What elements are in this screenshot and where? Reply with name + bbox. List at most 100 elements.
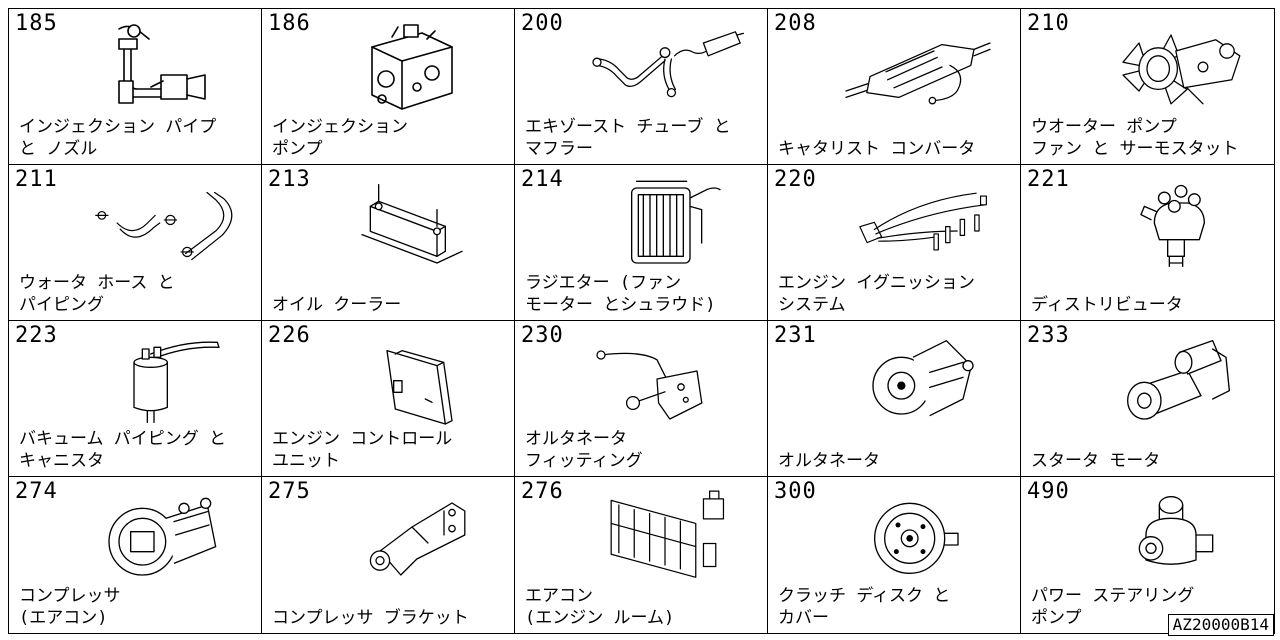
part-label: ウオーター ポンプファン と サーモスタット (1031, 116, 1270, 160)
part-label-line: ラジエター (ファン (525, 273, 682, 293)
part-label: エアコン(エンジン ルーム) (525, 585, 763, 629)
part-label-line (272, 272, 510, 294)
alternator-bracket-icon (585, 329, 745, 429)
oil-cooler-icon (332, 173, 492, 273)
starter-motor-icon (1091, 329, 1251, 429)
water-hose-icon (79, 173, 239, 273)
ac-compressor-icon (79, 485, 239, 585)
part-label: コンプレッサ ブラケット (272, 585, 510, 629)
part-label-line: コンプレッサ (19, 586, 121, 606)
part-code: 231 (774, 323, 817, 348)
part-code: 275 (268, 479, 311, 504)
part-label: エンジン イグニッションシステム (778, 272, 1016, 316)
clutch-disc-icon (838, 485, 998, 585)
part-code: 276 (521, 479, 564, 504)
part-code: 490 (1027, 479, 1070, 504)
part-cell-214[interactable]: 214 ラジエター (ファンモーター とシュラウド) (515, 165, 768, 321)
part-label: エンジン コントロールユニット (272, 428, 510, 472)
part-label: エキゾースト チューブ とマフラー (525, 116, 763, 160)
part-code: 230 (521, 323, 564, 348)
part-label: クラッチ ディスク とカバー (778, 585, 1016, 629)
part-label-line: システム (778, 295, 846, 315)
part-label: パワー ステアリングポンプ (1031, 585, 1270, 629)
part-label-line: インジェクション (272, 117, 408, 137)
exhaust-muffler-icon (585, 17, 745, 117)
alternator-icon (838, 329, 998, 429)
part-cell-211[interactable]: 211 ウォータ ホース とパイピング (9, 165, 262, 321)
part-label-line: と ノズル (19, 139, 98, 159)
ignition-cables-icon (838, 173, 998, 273)
ac-condenser-icon (585, 485, 745, 585)
part-label-line: エアコン (525, 586, 593, 606)
part-cell-186[interactable]: 186 インジェクションポンプ (262, 9, 515, 165)
part-label: スタータ モータ (1031, 428, 1270, 472)
part-label: キャタリスト コンバータ (778, 116, 1016, 160)
part-cell-274[interactable]: 274 コンプレッサ(エアコン) (9, 477, 262, 633)
part-label-line: オルタネータ (525, 429, 627, 449)
part-code: 300 (774, 479, 817, 504)
part-label-line: エキゾースト チューブ と (525, 117, 731, 137)
part-label-line: キャタリスト コンバータ (778, 139, 976, 159)
part-cell-490[interactable]: 490 パワー ステアリングポンプ (1021, 477, 1274, 633)
control-unit-icon (332, 329, 492, 429)
part-label-line: ポンプ (272, 139, 323, 159)
part-cell-208[interactable]: 208 キャタリスト コンバータ (768, 9, 1021, 165)
part-label: オイル クーラー (272, 272, 510, 316)
part-code: 220 (774, 167, 817, 192)
part-cell-276[interactable]: 276 エアコン(エンジン ルーム) (515, 477, 768, 633)
part-label-line: モーター とシュラウド) (525, 295, 716, 315)
part-cell-213[interactable]: 213 オイル クーラー (262, 165, 515, 321)
part-label-line: バキューム パイピング と (19, 429, 226, 449)
part-cell-221[interactable]: 221 ディストリビュータ (1021, 165, 1274, 321)
part-label: バキューム パイピング とキャニスタ (19, 428, 257, 472)
part-label: オルタネータ (778, 428, 1016, 472)
part-label-line: オイル クーラー (272, 295, 402, 315)
part-label-line: クラッチ ディスク と (778, 586, 951, 606)
part-label-line: ウォータ ホース と (19, 273, 175, 293)
part-code: 186 (268, 11, 311, 36)
part-label-line: ポンプ (1031, 608, 1082, 628)
part-label-line: フィッティング (525, 451, 643, 471)
part-label-line: ディストリビュータ (1031, 295, 1183, 315)
part-cell-223[interactable]: 223 バキューム パイピング とキャニスタ (9, 321, 262, 477)
part-cell-231[interactable]: 231 オルタネータ (768, 321, 1021, 477)
part-cell-275[interactable]: 275 コンプレッサ ブラケット (262, 477, 515, 633)
part-label: ウォータ ホース とパイピング (19, 272, 257, 316)
part-label: インジェクション パイプと ノズル (19, 116, 257, 160)
part-cell-210[interactable]: 210 ウオーター ポンプファン と サーモスタット (1021, 9, 1274, 165)
compressor-bracket-icon (332, 485, 492, 585)
part-label: ラジエター (ファンモーター とシュラウド) (525, 272, 763, 316)
part-label-line: ファン と サーモスタット (1031, 139, 1239, 159)
catalytic-converter-icon (838, 17, 998, 117)
power-steering-pump-icon (1091, 485, 1251, 585)
part-cell-230[interactable]: 230 オルタネータフィッティング (515, 321, 768, 477)
part-cell-226[interactable]: 226 エンジン コントロールユニット (262, 321, 515, 477)
part-cell-220[interactable]: 220 エンジン イグニッションシステム (768, 165, 1021, 321)
part-code: 208 (774, 11, 817, 36)
part-code: 214 (521, 167, 564, 192)
part-code: 233 (1027, 323, 1070, 348)
part-code: 200 (521, 11, 564, 36)
part-cell-300[interactable]: 300 クラッチ ディスク とカバー (768, 477, 1021, 633)
injection-pump-icon (332, 17, 492, 117)
part-label-line (1031, 272, 1270, 294)
part-label-line: ユニット (272, 451, 340, 471)
part-label-line: インジェクション パイプ (19, 117, 217, 137)
part-label-line: キャニスタ (19, 451, 104, 471)
part-label-line: カバー (778, 608, 829, 628)
part-code: 210 (1027, 11, 1070, 36)
part-label-line: (エンジン ルーム) (525, 608, 675, 628)
part-label-line: ウオーター ポンプ (1031, 117, 1177, 137)
part-cell-200[interactable]: 200 エキゾースト チューブ とマフラー (515, 9, 768, 165)
part-label: オルタネータフィッティング (525, 428, 763, 472)
part-label: コンプレッサ(エアコン) (19, 585, 257, 629)
part-label: インジェクションポンプ (272, 116, 510, 160)
part-cell-185[interactable]: 185 インジェクション パイプと ノズル (9, 9, 262, 165)
radiator-icon (585, 173, 745, 273)
part-label-line: マフラー (525, 139, 593, 159)
part-code: 221 (1027, 167, 1070, 192)
water-pump-fan-icon (1091, 17, 1251, 117)
part-label-line (1031, 428, 1270, 450)
part-cell-233[interactable]: 233 スタータ モータ (1021, 321, 1274, 477)
